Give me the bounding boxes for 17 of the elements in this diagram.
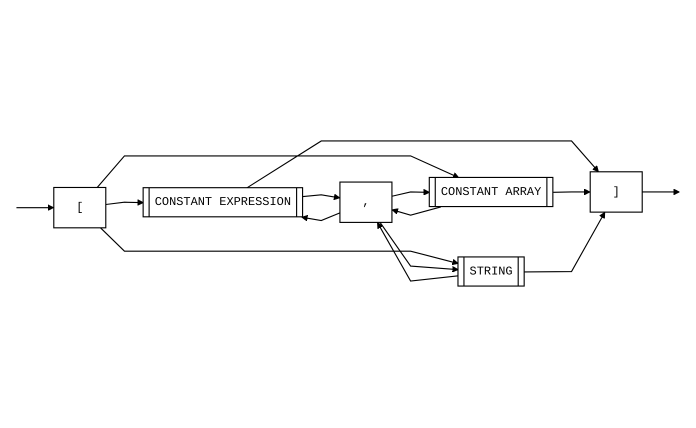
arrow	[553, 189, 590, 196]
arrow	[246, 140, 599, 189]
arrow	[380, 222, 459, 273]
arrow	[392, 189, 430, 198]
arrow	[301, 212, 340, 222]
node-box: ,	[339, 182, 392, 224]
arrow	[642, 189, 680, 196]
node-box: [	[53, 187, 106, 229]
arrow	[16, 204, 54, 212]
arrow	[392, 206, 441, 216]
arrow	[96, 156, 460, 188]
arrow	[100, 228, 459, 266]
arrow	[106, 200, 144, 206]
node-box: ]	[590, 172, 643, 214]
arrow	[302, 194, 340, 201]
arrow	[524, 212, 606, 273]
arrow	[377, 222, 458, 282]
